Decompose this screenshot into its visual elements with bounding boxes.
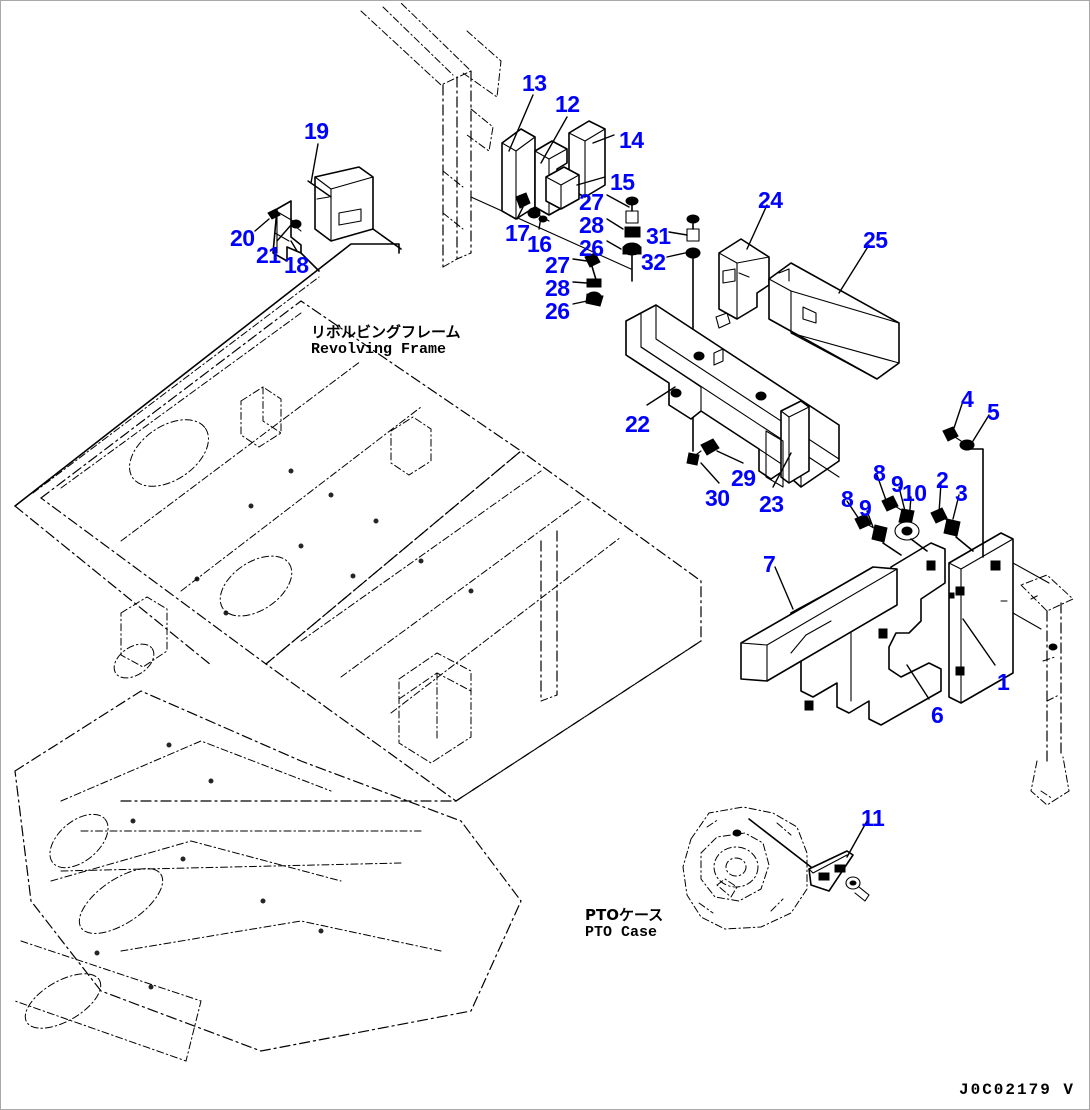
callout-number-20: 20 [230,225,255,251]
caption-pto-case-jp: PTOケース [585,906,664,924]
pto-case-group [682,806,870,930]
callout-number-2: 2 [936,467,949,493]
callout-number-32: 32 [641,249,666,275]
revolving-frame-assembly [14,243,702,1062]
callout-number-1: 1 [997,669,1010,695]
fastener-stacks [584,196,701,452]
plate-group-12-15 [501,120,606,223]
callout-number-27: 27 [545,252,570,278]
callout-number-25: 25 [863,227,888,253]
callout-number-23: 23 [759,491,784,517]
part-23-plate [765,400,810,488]
callout-number-9: 9 [891,471,904,497]
upper-column-phantom [360,2,632,270]
callout-number-28: 28 [579,212,604,238]
callout-number-19: 19 [304,118,329,144]
callout-number-21: 21 [256,242,281,268]
callout-number-16: 16 [527,231,552,257]
callout-number-5: 5 [987,399,1000,425]
callout-number-17: 17 [505,220,530,246]
leader-lines [254,94,996,858]
caption-pto-case-en: PTO Case [585,924,658,941]
callout-number-13: 13 [522,70,547,96]
callout-number-8: 8 [841,486,854,512]
part-24-bracket [718,238,770,320]
callout-number-24: 24 [758,187,783,213]
drawing-number: J0C02179 V [958,1081,1075,1099]
callout-number-12: 12 [555,91,580,117]
caption-revolving-frame-jp: リボルビングフレーム [311,323,461,341]
panel-group-1-6 [790,532,1014,726]
callout-number-26: 26 [579,235,604,261]
callout-number-7: 7 [763,551,776,577]
callout-number-4: 4 [961,386,974,412]
callout-number-30: 30 [705,485,730,511]
callout-number-22: 22 [625,411,650,437]
callout-number-14: 14 [619,127,644,153]
callout-number-8: 8 [873,460,886,486]
right-vertical-post [1012,562,1074,806]
callout-number-31: 31 [646,223,671,249]
callout-number-27: 27 [579,189,604,215]
part-7-plate [740,566,898,682]
callout-number-3: 3 [955,480,968,506]
callout-number-6: 6 [931,702,944,728]
callout-number-10: 10 [902,480,927,506]
callout-number-29: 29 [731,465,756,491]
callout-number-28: 28 [545,275,570,301]
callout-number-26: 26 [545,298,570,324]
caption-revolving-frame-en: Revolving Frame [311,341,447,358]
callout-number-9: 9 [859,495,872,521]
callout-number-11: 11 [861,805,885,831]
part-25-cover [768,262,900,380]
callout-number-18: 18 [284,252,309,278]
callout-number-15: 15 [610,169,635,195]
